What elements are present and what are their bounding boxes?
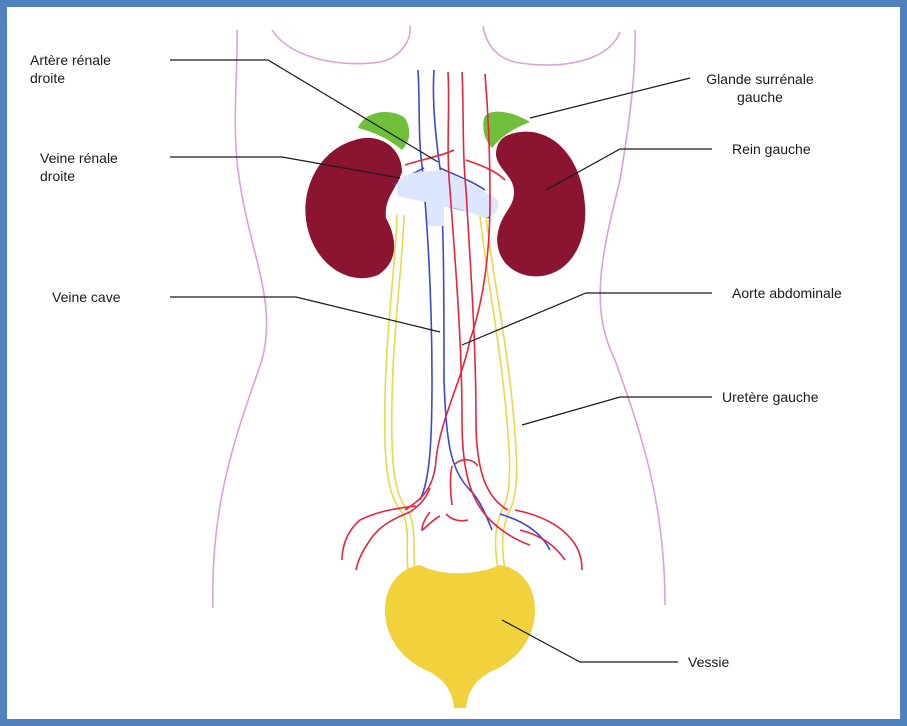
leader-uretere-gauche <box>522 397 712 425</box>
leader-veine-cave <box>170 297 440 332</box>
left-iliac-artery-outer <box>515 510 582 570</box>
right-kidney <box>305 138 402 278</box>
body-left-side <box>213 30 267 608</box>
bifurcation-arc <box>455 460 478 466</box>
shoulder-right <box>483 26 620 65</box>
label-veine-cave: Veine cave <box>52 288 121 306</box>
internal-iliac-mid <box>446 514 468 521</box>
label-artere-renale-droite: Artère rénale droite <box>30 51 111 87</box>
leader-glande-surrenale-gauche <box>530 78 690 118</box>
label-vessie: Vessie <box>688 653 729 671</box>
leader-aorte-abdominale <box>462 293 712 345</box>
leader-lines <box>170 60 712 662</box>
right-ureter-outer <box>385 215 408 570</box>
label-glande-surrenale-gauche: Glande surrénale gauche <box>690 70 830 106</box>
left-ureter-inner <box>480 215 510 570</box>
label-veine-renale-droite: Veine rénale droite <box>40 149 118 185</box>
internal-iliac-right <box>422 512 440 530</box>
label-uretere-gauche: Uretère gauche <box>722 388 819 406</box>
ureters <box>385 215 517 570</box>
body-right-side <box>600 30 665 605</box>
renal-veins-junction <box>397 170 499 226</box>
shoulder-left <box>272 26 410 64</box>
middle-sacral-artery <box>451 466 453 505</box>
body-outline <box>213 26 665 608</box>
bladder <box>385 565 535 708</box>
vena-cava-left-wall <box>418 70 432 500</box>
left-kidney <box>496 132 585 277</box>
label-rein-gauche: Rein gauche <box>732 140 811 158</box>
leader-artere-renale-droite <box>170 60 438 162</box>
label-aorte-abdominale: Aorte abdominale <box>732 284 842 302</box>
left-iliac-artery-inner <box>520 530 565 560</box>
